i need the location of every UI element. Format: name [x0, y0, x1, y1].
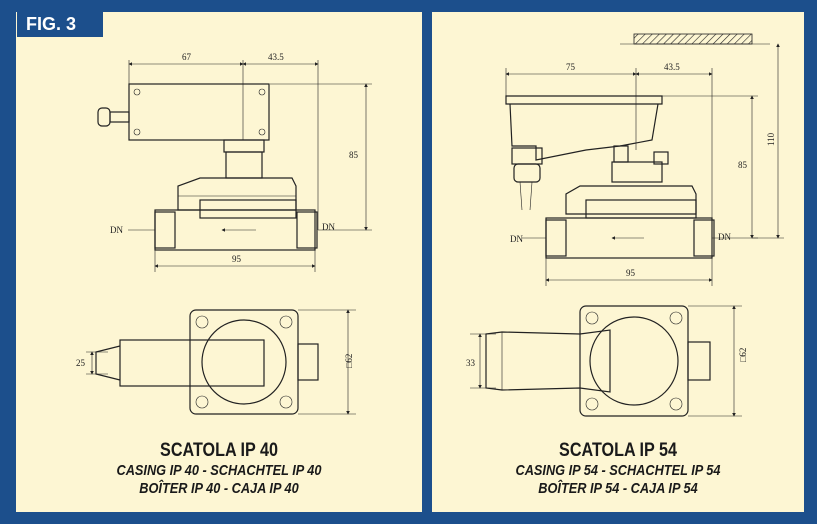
panel-ip54	[432, 12, 804, 512]
dim-25: 25	[76, 358, 86, 368]
caption-ip54: SCATOLA IP 54 CASING IP 54 - SCHACHTEL I…	[432, 440, 804, 498]
dim-square-62-r: □62	[738, 348, 748, 362]
dn-left-r: DN	[510, 234, 523, 244]
panel-ip40	[16, 12, 422, 512]
dim-85-r: 85	[738, 160, 748, 170]
caption-ip54-line1: CASING IP 54 - SCHACHTEL IP 54	[515, 462, 721, 479]
dim-43-5: 43.5	[268, 52, 284, 62]
figure-label: FIG. 3	[17, 12, 103, 37]
caption-ip40-title: SCATOLA IP 40	[160, 440, 278, 461]
dim-110: 110	[766, 132, 776, 146]
dim-95: 95	[232, 254, 242, 264]
caption-ip40-line1: CASING IP 40 - SCHACHTEL IP 40	[116, 462, 322, 479]
ip40-top-view: 25 □62	[76, 309, 356, 415]
dim-square-62: □62	[344, 354, 354, 368]
dim-85: 85	[349, 150, 359, 160]
ip54-top-view: 33 □62	[466, 305, 748, 417]
dim-95-r: 95	[626, 268, 636, 278]
dn-left: DN	[110, 225, 123, 235]
ip54-side-view: 75 43.5 85 110 DN DN 95	[505, 33, 784, 286]
caption-ip54-title: SCATOLA IP 54	[559, 440, 677, 461]
dn-right: DN	[322, 222, 335, 232]
caption-ip40: SCATOLA IP 40 CASING IP 40 - SCHACHTEL I…	[16, 440, 422, 498]
dim-43-5-r: 43.5	[664, 62, 680, 72]
ip40-side-view: 67 43.5 85 DN DN 95	[97, 52, 372, 272]
caption-ip54-line2: BOÎTER IP 54 - CAJA IP 54	[538, 480, 698, 497]
caption-ip40-line2: BOÎTER IP 40 - CAJA IP 40	[139, 480, 299, 497]
dim-75: 75	[566, 62, 576, 72]
dn-right-r: DN	[718, 232, 731, 242]
dim-67: 67	[182, 52, 192, 62]
dim-33: 33	[466, 358, 476, 368]
